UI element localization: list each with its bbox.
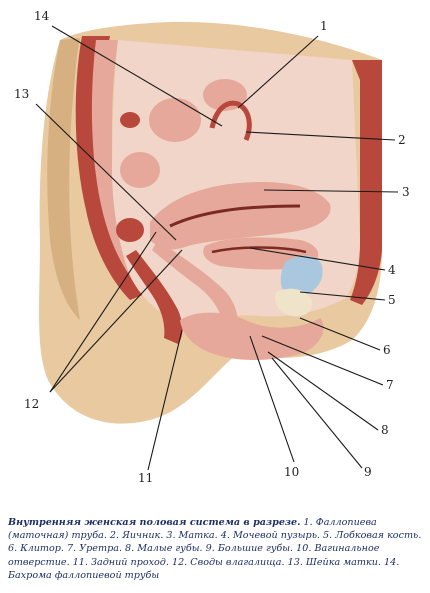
leader-6 xyxy=(299,317,381,351)
label-12: 12 xyxy=(24,397,39,411)
leader-lines xyxy=(35,25,399,471)
leader-12a xyxy=(49,231,157,393)
leader-1 xyxy=(237,35,319,109)
label-3: 3 xyxy=(402,185,410,199)
leader-10 xyxy=(249,335,295,463)
back-shadow xyxy=(47,38,80,320)
label-10: 10 xyxy=(284,465,299,479)
label-7: 7 xyxy=(386,378,394,392)
ovary xyxy=(216,110,248,154)
bowel-loop-1 xyxy=(149,98,201,142)
pubic-bone xyxy=(274,288,313,317)
sacrum-inner xyxy=(91,40,146,286)
uterus xyxy=(150,182,331,250)
vagina xyxy=(152,240,238,330)
label-9: 9 xyxy=(364,465,372,479)
anatomy-illustration: 1 2 3 4 5 6 7 8 9 10 11 12 13 14 xyxy=(14,9,410,485)
leader-9 xyxy=(271,357,363,469)
label-2: 2 xyxy=(398,133,406,147)
label-5: 5 xyxy=(388,293,396,307)
bowel-loop-2 xyxy=(120,152,160,188)
leader-7 xyxy=(261,335,384,386)
leader-2 xyxy=(245,131,396,141)
figure-caption: Внутренняя женская половая система в раз… xyxy=(8,516,424,582)
uterus-cavity xyxy=(169,204,301,228)
caption-body: 1. Фаллопиева (маточная) труба. 2. Яични… xyxy=(8,517,422,581)
leader-11 xyxy=(147,329,183,471)
leader-13 xyxy=(35,103,177,241)
leader-4 xyxy=(249,247,386,271)
label-14: 14 xyxy=(34,9,50,23)
bowel-loop-5 xyxy=(120,112,140,128)
fallopian-tube xyxy=(209,100,252,141)
bladder-lumen xyxy=(211,246,307,254)
label-6: 6 xyxy=(383,343,391,357)
pubic-bone-area xyxy=(280,255,323,298)
caption-lead: Внутренняя женская половая система в раз… xyxy=(8,517,301,528)
label-13: 13 xyxy=(14,87,29,101)
abdominal-wall xyxy=(350,60,382,305)
label-8: 8 xyxy=(381,423,389,437)
leader-14 xyxy=(51,25,223,127)
bowel-loop-3 xyxy=(116,218,144,242)
leader-8 xyxy=(267,351,379,431)
label-1: 1 xyxy=(320,19,328,33)
leader-3 xyxy=(263,189,399,193)
leader-12b xyxy=(49,249,183,393)
label-11: 11 xyxy=(138,471,153,485)
anatomy-svg: 1 2 3 4 5 6 7 8 9 10 11 12 13 14 xyxy=(14,9,410,485)
leader-5 xyxy=(299,291,386,301)
label-4: 4 xyxy=(388,263,396,277)
perineum xyxy=(180,312,324,360)
number-labels: 1 2 3 4 5 6 7 8 9 10 11 12 13 14 xyxy=(14,9,410,485)
rectum xyxy=(126,250,183,344)
